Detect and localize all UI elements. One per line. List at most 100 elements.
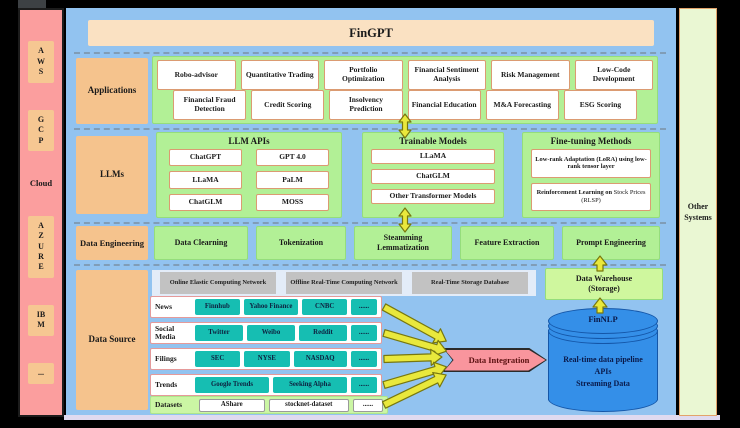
other-systems-label: Other Systems xyxy=(684,201,712,222)
dashed-divider xyxy=(74,128,666,130)
source-chip: Seeking Alpha xyxy=(273,377,347,393)
source-chip: AShare xyxy=(199,398,265,412)
ibm-label: IBM xyxy=(36,310,46,330)
source-row-label: Social Media xyxy=(155,324,176,341)
azure-label: AZURE xyxy=(38,220,44,272)
source-row-filings: Filings SEC NYSE NASDAQ ...... xyxy=(150,348,382,370)
fingpt-framework-panel: FinGPT Applications Robo-advisor Quantit… xyxy=(66,8,676,416)
source-chip: Google Trends xyxy=(195,377,269,393)
application-item: Portfolio Optimization xyxy=(324,60,403,90)
source-chip: ...... xyxy=(351,377,377,393)
source-chip: ...... xyxy=(351,325,377,341)
more-clouds-box: ... xyxy=(28,363,54,384)
application-item: Financial Education xyxy=(407,90,481,120)
llm-api-item: ChatGPT xyxy=(169,149,242,167)
finnlp-line: Real-time data pipeline xyxy=(563,355,643,364)
data-warehouse-line1: Data Warehouse xyxy=(575,273,633,283)
source-chip: Reddit xyxy=(299,325,347,341)
source-row-social-media: Social Media Twitter Weibo Reddit ...... xyxy=(150,322,382,344)
azure-box: AZURE xyxy=(28,215,54,278)
page-title: FinGPT xyxy=(88,20,654,46)
source-chip: NYSE xyxy=(244,351,290,367)
llm-apis-grid: ChatGPT GPT 4.0 LLaMA PaLM ChatGLM MOSS xyxy=(157,148,341,217)
source-chip: CNBC xyxy=(302,299,347,315)
source-chip: Finnhub xyxy=(195,299,240,315)
finetuning-methods-title: Fine-tuning Methods xyxy=(550,136,632,146)
aws-label: AWS xyxy=(37,46,45,77)
finetuning-methods-list: Low-rank Adaptation (LoRA) using low-ran… xyxy=(523,148,659,217)
infra-item: Offline Real-Time Computing Network xyxy=(286,272,402,294)
trainable-models-box: Trainable Models LLaMA ChatGLM Other Tra… xyxy=(362,132,504,218)
applications-row-2: Financial Fraud Detection Credit Scoring… xyxy=(157,90,653,120)
aws-box: AWS xyxy=(28,41,54,83)
finetuning-method-text: Stock Prices (RLSP) xyxy=(581,189,646,204)
trainable-models-list: LLaMA ChatGLM Other Transformer Models xyxy=(363,148,503,217)
source-chip: stocknet-dataset xyxy=(268,398,349,412)
source-chip: Yahoo Finance xyxy=(243,299,299,315)
finetuning-method-item: Reinforcement Learning on Stock Prices (… xyxy=(531,182,651,211)
applications-section-label: Applications xyxy=(76,58,148,124)
trainable-model-item: ChatGLM xyxy=(371,169,495,184)
application-item: Robo-advisor xyxy=(157,60,236,90)
dashed-divider xyxy=(74,222,666,224)
data-source-section-label: Data Source xyxy=(76,270,148,410)
trainable-model-item: LLaMA xyxy=(371,149,495,164)
filings-to-integration-arrow xyxy=(383,348,443,366)
application-item: Credit Scoring xyxy=(251,90,325,120)
infra-strip: Online Elastic Computing Network Offline… xyxy=(152,270,536,296)
llm-api-item: MOSS xyxy=(256,193,329,211)
finnlp-database-cylinder: FinNLP Real-time data pipeline APIs Stre… xyxy=(548,308,658,412)
llm-api-item: ChatGLM xyxy=(169,193,242,211)
application-item: M&A Forecasting xyxy=(485,90,559,120)
source-chip: SEC xyxy=(195,351,241,367)
data-warehouse-line2: (Storage) xyxy=(588,284,620,293)
application-item: Insolvency Prediction xyxy=(329,90,403,120)
llm-apis-title: LLM APIs xyxy=(228,136,270,146)
source-row-label: Datasets xyxy=(155,400,183,410)
source-row-datasets: Datasets AShare stocknet-dataset ...... xyxy=(150,396,388,414)
finetuning-method-item: Low-rank Adaptation (LoRA) using low-ran… xyxy=(531,149,651,178)
llm-api-item: LLaMA xyxy=(169,171,242,189)
data-integration-label: Data Integration xyxy=(444,349,546,371)
source-chip: Weibo xyxy=(247,325,295,341)
llm-api-item: PaLM xyxy=(256,171,329,189)
source-chip: ...... xyxy=(353,398,383,412)
dashed-divider xyxy=(74,264,666,266)
data-engineering-step: Data Clearning xyxy=(154,226,248,260)
datasets-to-integration-arrow xyxy=(381,371,447,409)
source-row-label: News xyxy=(155,302,173,312)
application-item: Financial Sentiment Analysis xyxy=(407,60,486,90)
window-tab-fragment xyxy=(18,0,46,9)
cloud-sidebar: AWS GCP Cloud AZURE IBM ... xyxy=(18,8,64,417)
source-row-trends: Trends Google Trends Seeking Alpha .....… xyxy=(150,374,382,396)
source-chip: Twitter xyxy=(195,325,243,341)
gcp-label: GCP xyxy=(37,114,45,145)
other-systems-sidebar: Other Systems xyxy=(679,8,717,416)
source-chip: ...... xyxy=(351,351,377,367)
news-to-integration-arrow xyxy=(381,303,447,344)
infra-item: Online Elastic Computing Network xyxy=(160,272,276,294)
ibm-box: IBM xyxy=(28,305,54,336)
source-chip: ...... xyxy=(350,299,377,315)
data-engineering-step: Prompt Engineering xyxy=(562,226,660,260)
source-chip: NASDAQ xyxy=(293,351,347,367)
social-to-integration-arrow xyxy=(382,329,448,357)
trainable-models-title: Trainable Models xyxy=(399,136,467,146)
data-engineering-step: Feature Extraction xyxy=(460,226,554,260)
infra-item: Real-Time Storage Database xyxy=(412,272,528,294)
finetuning-method-text: Reinforcement Learning on xyxy=(536,189,613,197)
finnlp-title: FinNLP xyxy=(588,314,618,324)
applications-row-1: Robo-advisor Quantitative Trading Portfo… xyxy=(157,60,653,90)
application-item: Quantitative Trading xyxy=(240,60,319,90)
applications-container: Robo-advisor Quantitative Trading Portfo… xyxy=(152,56,658,124)
llm-apis-box: LLM APIs ChatGPT GPT 4.0 LLaMA PaLM Chat… xyxy=(156,132,342,218)
dashed-divider xyxy=(74,52,666,54)
more-clouds-label: ... xyxy=(38,368,44,378)
application-item: Financial Fraud Detection xyxy=(173,90,247,120)
data-warehouse-box: Data Warehouse (Storage) xyxy=(545,268,663,300)
gcp-box: GCP xyxy=(28,109,54,152)
cloud-label: Cloud xyxy=(29,178,53,189)
finetuning-method-text: Low-rank Adaptation (LoRA) using low-ran… xyxy=(535,155,647,171)
data-integration-shape: Data Integration xyxy=(443,348,547,372)
trends-to-integration-arrow xyxy=(382,361,448,389)
